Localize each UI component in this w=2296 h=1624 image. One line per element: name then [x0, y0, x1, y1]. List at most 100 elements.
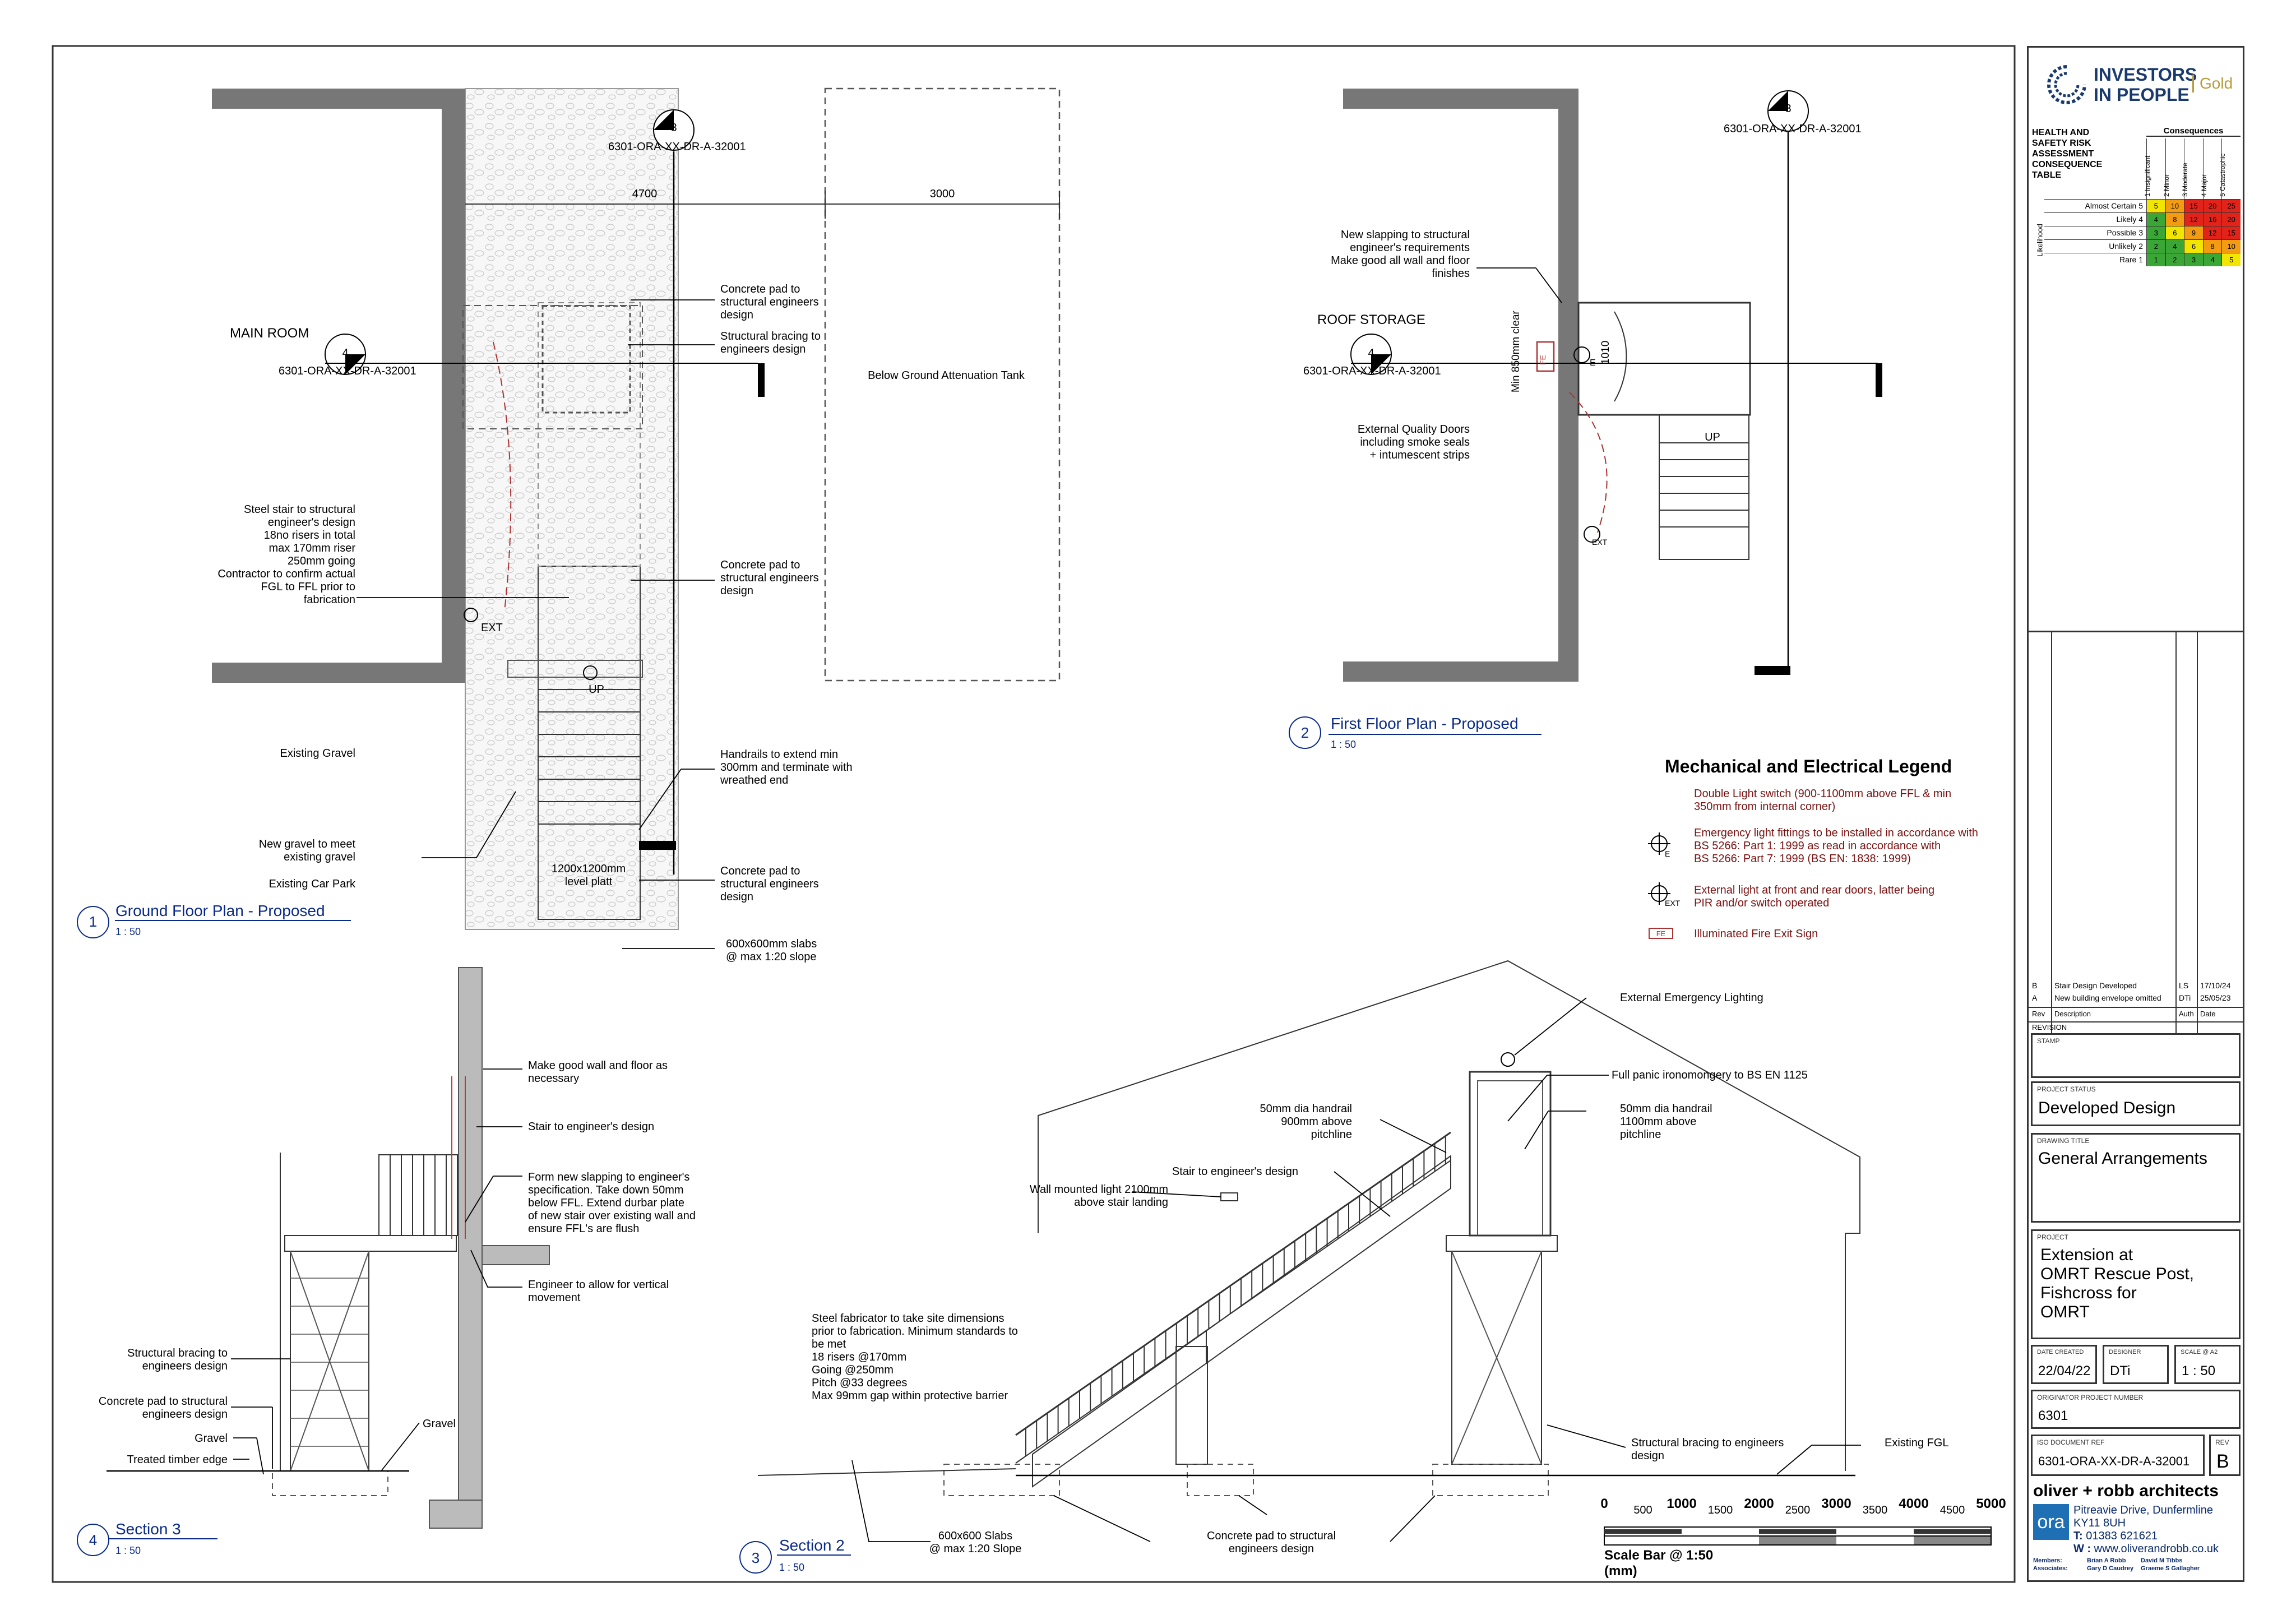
note-steel-stair-line: 18no risers in total — [264, 529, 355, 542]
note-pad-line: engineers design — [1229, 1543, 1314, 1555]
risk-cell: 20 — [2221, 213, 2241, 226]
note-pad-line: design — [720, 585, 753, 597]
risk-column-header: 1 Insignificant — [2144, 138, 2165, 199]
rev-header-row: Rev Description Auth Date — [2029, 1007, 2243, 1022]
dimension: 1010 — [1600, 341, 1612, 364]
note-make-good-line: necessary — [528, 1072, 579, 1085]
scale-tick-label: 2000 — [1744, 1496, 1774, 1511]
risk-likelihood: Likelihood — [2035, 224, 2044, 257]
concrete-pad-1 — [541, 305, 631, 414]
legend-item-line: 350mm from internal corner) — [1694, 801, 1835, 813]
legend-title: Mechanical and Electrical Legend — [1665, 756, 1952, 776]
drawing-label: EXT — [481, 622, 503, 634]
legend-item-line: External light at front and rear doors, … — [1694, 884, 1934, 896]
scale-tick-label: 500 — [1633, 1504, 1652, 1516]
wall-vertical — [442, 89, 465, 663]
section-ref: 6301-ORA-XX-DR-A-32001 — [1724, 123, 1862, 135]
scale-tick-label: 3500 — [1863, 1504, 1888, 1516]
sheet-border — [52, 45, 2016, 1583]
scale-bar-title-line: (mm) — [1604, 1563, 1637, 1579]
risk-cell: 20 — [2202, 200, 2222, 212]
revision-desc: Stair Design Developed — [2054, 981, 2137, 990]
legend-item: Illuminated Fire Exit Sign — [1694, 928, 1818, 940]
fire-exit-sign — [1536, 341, 1555, 372]
project-status: Developed Design — [2038, 1099, 2176, 1117]
fire-route — [493, 341, 512, 612]
section-ref: 6301-ORA-XX-DR-A-32001 — [279, 365, 416, 377]
note-handrail-line: pitchline — [1311, 1128, 1352, 1141]
view-scale: 1 : 50 — [1331, 739, 1356, 750]
revision-date: 25/05/23 — [2200, 993, 2231, 1002]
note-pad-line: structural engineers — [720, 296, 819, 308]
risk-title: HEALTH AND SAFETY RISK ASSESSMENT CONSEQ… — [2032, 128, 2103, 180]
note-engineer-line: Engineer to allow for vertical — [528, 1279, 669, 1291]
note-pad-line: design — [720, 891, 753, 903]
iip-name-2: IN PEOPLE — [2094, 85, 2189, 105]
note-pad-line: Concrete pad to structural — [99, 1395, 228, 1408]
scale-tick-label: 2500 — [1785, 1504, 1811, 1516]
risk-cell: 16 — [2202, 213, 2222, 226]
risk-cell: 10 — [2221, 240, 2241, 253]
note-slapping-line: New slapping to structural — [1341, 229, 1470, 241]
drawing-label: 3 — [752, 1549, 760, 1566]
scale-tick-label: 5000 — [1976, 1496, 2006, 1511]
iip-logo: INVESTORS IN PEOPLE Gold — [2042, 59, 2233, 160]
drawing-label: 3 — [670, 122, 677, 134]
legend-symbols — [1648, 832, 1673, 939]
ground-floor-plan — [77, 87, 1061, 949]
risk-cell: 15 — [2184, 200, 2203, 212]
originator-box: ORIGINATOR PROJECT NUMBER 6301 — [2031, 1390, 2241, 1429]
view-title: Section 2 — [779, 1537, 845, 1554]
note-wall-light-line: above stair landing — [1074, 1196, 1168, 1209]
drawing-label: 4 — [1368, 347, 1374, 359]
risk-cell: 2 — [2165, 253, 2184, 266]
firm-box: oliver + robb architects ora Pitreavie D… — [2031, 1480, 2241, 1579]
note-emergency-lighting: External Emergency Lighting — [1620, 992, 1763, 1004]
wall-top — [212, 89, 442, 109]
note-steel-line: prior to fabrication. Minimum standards … — [812, 1325, 1018, 1338]
scale-tick-label: 1000 — [1667, 1496, 1696, 1511]
note-steel-line: be met — [812, 1338, 846, 1350]
rev-box: REV B — [2209, 1435, 2241, 1476]
note-slapping-line: Form new slapping to engineer's — [528, 1171, 689, 1183]
note-fgl: Existing FGL — [1885, 1437, 1948, 1449]
note-slapping-line: of new stair over existing wall and — [528, 1210, 696, 1222]
revision-desc: New building envelope omitted — [2054, 993, 2161, 1002]
drawing-label: 3 — [1785, 103, 1791, 115]
revision-rev: A — [2032, 993, 2038, 1002]
scale-box: SCALE @ A2 1 : 50 — [2174, 1345, 2241, 1384]
note-slabs-line: @ max 1:20 Slope — [929, 1543, 1022, 1555]
note-pad-line: Concrete pad to — [720, 865, 800, 877]
risk-column-header: 3 Moderate — [2181, 138, 2203, 199]
dimension: 3000 — [930, 188, 955, 200]
risk-column-header: 5 Catastrophic — [2219, 138, 2241, 199]
stamp-box: STAMP — [2031, 1033, 2241, 1078]
note-steel-stair-line: Steel stair to structural — [244, 503, 355, 516]
scale-tick-label: 0 — [1600, 1496, 1608, 1511]
risk-cell: 8 — [2202, 240, 2222, 253]
note-gravel: Gravel — [423, 1418, 456, 1430]
room-label: ROOF STORAGE — [1317, 312, 1425, 327]
drawing-label: E — [1590, 358, 1596, 368]
note-bracing-line: design — [1631, 1450, 1664, 1462]
note-pad-line: Concrete pad to structural — [1207, 1530, 1336, 1542]
note-bracing-line: Structural bracing to engineers — [1631, 1437, 1784, 1449]
risk-column-header: 4 Major — [2200, 138, 2222, 199]
firm-website[interactable]: www.oliverandrobb.co.uk — [2094, 1543, 2219, 1555]
note-steel-stair-line: engineer's design — [268, 516, 355, 529]
note-bracing-line: engineers design — [720, 343, 806, 355]
drawing-label: 4 — [89, 1532, 97, 1548]
note-platt-line: 1200x1200mm — [552, 863, 626, 875]
view-scale: 1 : 50 — [115, 1545, 141, 1556]
risk-table: HEALTH AND SAFETY RISK ASSESSMENT CONSEQ… — [2029, 124, 2243, 309]
project-status-box: PROJECT STATUS Developed Design — [2031, 1081, 2241, 1126]
title-block: INVESTORS IN PEOPLE Gold HEALTH AND SAFE… — [2027, 46, 2244, 1582]
note-slapping-line: ensure FFL's are flush — [528, 1223, 639, 1235]
note-steel-stair-line: max 170mm riser — [269, 542, 356, 554]
note-wall-light-line: Wall mounted light 2100mm — [1030, 1183, 1168, 1196]
note-slabs-line: @ max 1:20 slope — [726, 951, 817, 963]
designer: DTi — [2110, 1363, 2131, 1378]
wall-bottom — [212, 663, 465, 683]
